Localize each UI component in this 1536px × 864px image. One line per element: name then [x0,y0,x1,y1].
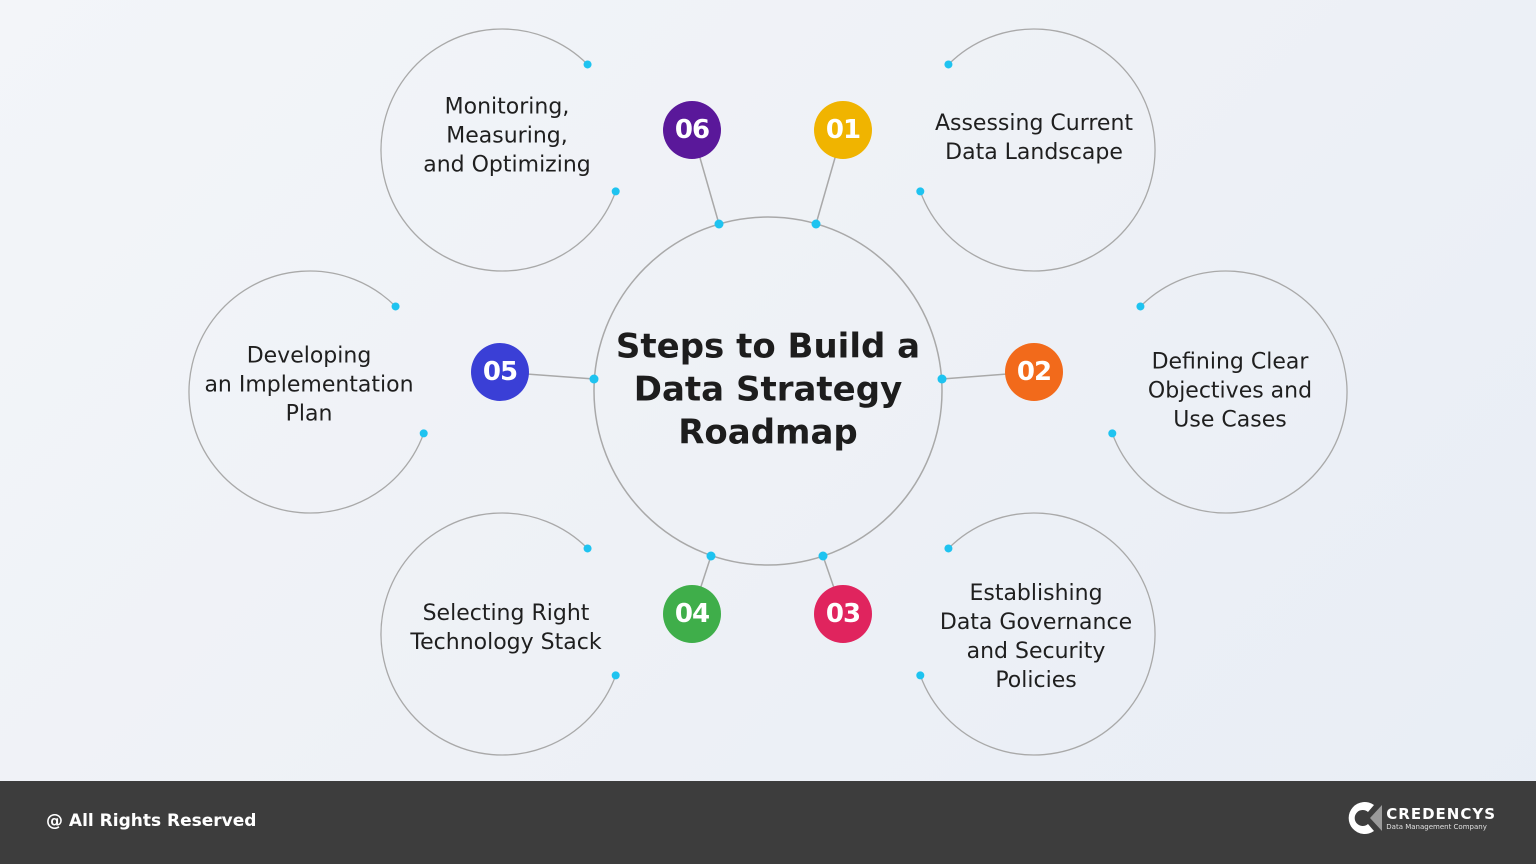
step-ring-05 [188,270,425,514]
connector-dot-02 [937,374,947,384]
step-ring-dot-04-b [611,671,620,680]
brand-name: CREDENCYS [1386,804,1496,823]
step-ring-06 [380,28,617,272]
step-ring-03 [919,512,1156,756]
step-label-05: Developing an Implementation Plan [204,343,414,427]
center-ring [593,216,943,566]
step-ring-dot-02-b [1108,429,1117,438]
step-label-04: Selecting Right Technology Stack [410,601,602,655]
step-ring-02 [1111,270,1348,514]
brand-logo: CREDENCYS Data Management Company [1348,799,1496,837]
step-badge-06: 06 [663,101,721,159]
connector-dot-01 [811,219,821,229]
step-badge-01: 01 [814,101,872,159]
step-ring-dot-04-a [583,544,592,553]
step-label-03: Establishing Data Governance and Securit… [939,581,1133,693]
connector-dot-04 [706,551,716,561]
step-badge-02: 02 [1005,343,1063,401]
copyright-text: @ All Rights Reserved [46,811,257,831]
step-ring-dot-06-a [583,60,592,69]
step-ring-dot-06-b [611,187,620,196]
step-ring-dot-03-b [916,671,925,680]
step-label-06: Monitoring, Measuring, and Optimizing [423,94,591,178]
step-ring-dot-03-a [944,544,953,553]
connector-dot-05 [589,374,599,384]
step-ring-01 [919,28,1156,272]
footer-bar: @ All Rights Reserved CREDENCYS Data Man… [0,781,1536,864]
step-ring-dot-02-a [1136,302,1145,311]
step-ring-dot-05-b [419,429,428,438]
step-badge-05: 05 [471,343,529,401]
step-ring-dot-01-b [916,187,925,196]
step-label-02: Defining Clear Objectives and Use Cases [1147,349,1313,433]
step-label-01: Assessing Current Data Landscape [934,111,1134,165]
step-badge-04: 04 [663,585,721,643]
step-ring-dot-01-a [944,60,953,69]
connector-dot-03 [818,551,828,561]
brand-tagline: Data Management Company [1386,822,1487,831]
credencys-logo-icon [1348,802,1383,834]
step-ring-04 [380,512,617,756]
connector-dot-06 [714,219,724,229]
diagram-title: Steps to Build a Data Strategy Roadmap [615,326,921,453]
step-ring-dot-05-a [391,302,400,311]
step-badge-03: 03 [814,585,872,643]
